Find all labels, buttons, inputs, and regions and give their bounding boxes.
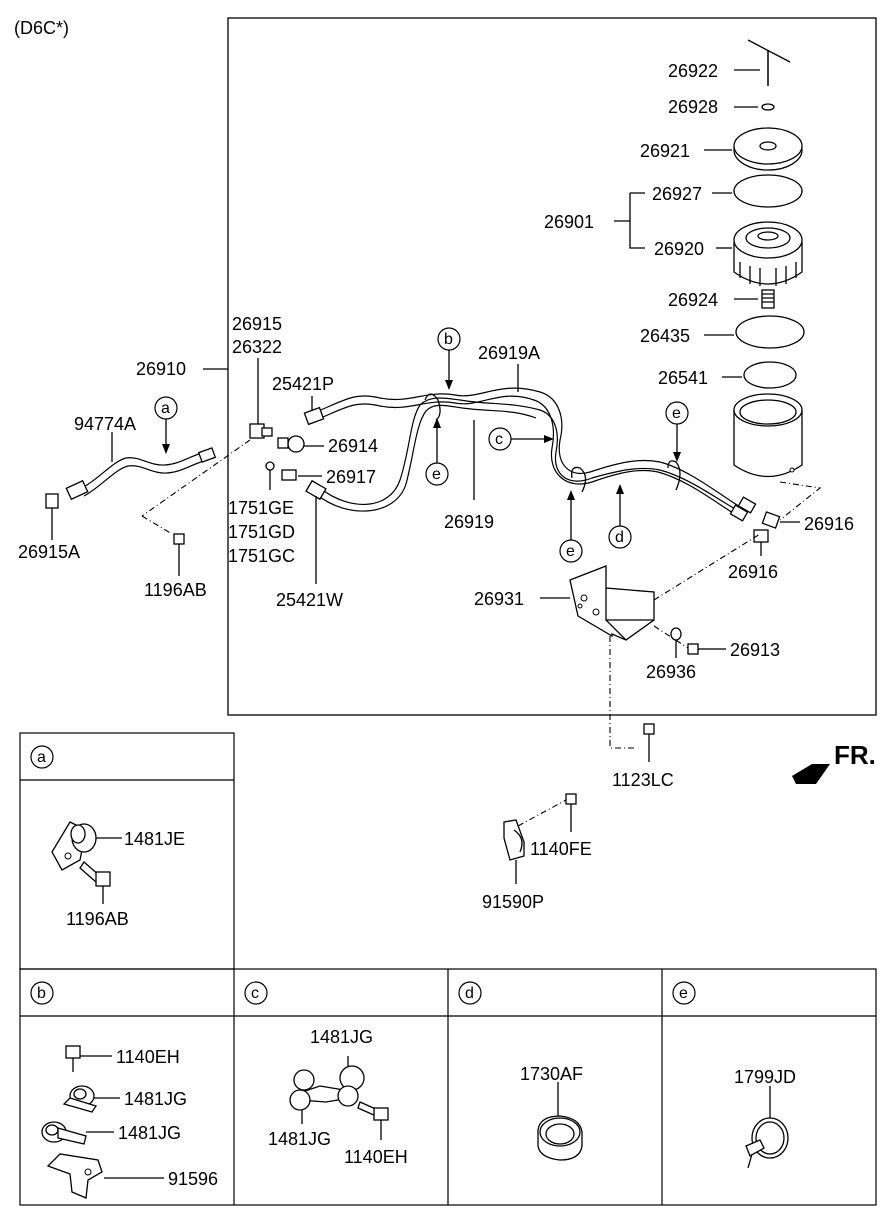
bolt-26917-part	[281, 469, 322, 481]
label-26928: 26928	[668, 97, 718, 117]
detail-d-key: d	[465, 985, 474, 1002]
hose-94774a-part	[65, 447, 217, 501]
detail-box-b: b	[30, 981, 164, 1199]
label-26916-a: 26916	[804, 514, 854, 534]
fitting-26915a-part	[45, 493, 59, 540]
label-1481JE: 1481JE	[124, 829, 185, 849]
callout-c-main: c	[488, 427, 554, 451]
svg-text:e: e	[566, 543, 575, 560]
label-26915: 26915	[232, 314, 282, 334]
label-1196AB-detail: 1196AB	[66, 909, 129, 929]
detail-c-key: c	[251, 985, 259, 1002]
fr-label: FR.	[834, 740, 876, 770]
label-1751GC: 1751GC	[228, 546, 295, 566]
label-1196AB-main: 1196AB	[144, 580, 207, 600]
fitting-26916-part	[753, 511, 800, 556]
front-arrow-icon	[792, 764, 830, 784]
label-26919: 26919	[444, 512, 494, 532]
label-26917: 26917	[326, 467, 376, 487]
detail-b-key: b	[37, 985, 46, 1002]
label-1140EH-b: 1140EH	[116, 1047, 180, 1067]
svg-text:b: b	[444, 331, 453, 348]
svg-text:c: c	[495, 431, 503, 448]
small-oring-part	[761, 103, 775, 111]
bracket-91590p-part	[503, 819, 525, 884]
detail-box-a: a	[19, 732, 235, 970]
label-1751GD: 1751GD	[228, 522, 295, 542]
label-26920: 26920	[654, 239, 704, 259]
filter-cover-part	[733, 127, 803, 171]
filter-element-part	[733, 221, 803, 286]
label-1730AF: 1730AF	[520, 1064, 583, 1084]
label-26936: 26936	[646, 662, 696, 682]
bolt-1123lc-part	[643, 723, 655, 762]
label-26913: 26913	[730, 640, 780, 660]
t-handle-part	[747, 39, 791, 86]
label-1751GE: 1751GE	[228, 498, 294, 518]
label-26921: 26921	[640, 141, 690, 161]
bolt-26913-part	[687, 643, 712, 655]
detail-box-d: d	[458, 981, 583, 1161]
washer-1751-part	[265, 461, 275, 471]
label-1481JG-c-bot: 1481JG	[268, 1129, 331, 1149]
label-26910: 26910	[136, 359, 186, 379]
detail-box-e: e	[672, 981, 789, 1169]
label-26901: 26901	[544, 212, 594, 232]
banjo-26914-part	[277, 435, 324, 453]
detail-row-frame	[19, 968, 877, 1206]
label-1123LC: 1123LC	[612, 770, 674, 790]
label-26927: 26927	[652, 184, 702, 204]
label-1481JG-c-top: 1481JG	[310, 1027, 373, 1047]
label-26541: 26541	[658, 368, 708, 388]
detail-e-key: e	[679, 985, 688, 1002]
callout-e-main-2: e	[559, 490, 583, 563]
label-1799JD: 1799JD	[734, 1067, 796, 1087]
label-26924: 26924	[668, 290, 718, 310]
filter-housing-part	[733, 393, 803, 478]
callout-d-main: d	[608, 484, 632, 549]
label-91590P: 91590P	[482, 892, 544, 912]
svg-text:e: e	[432, 466, 441, 483]
detail-box-c: c	[244, 981, 389, 1140]
label-26914: 26914	[328, 436, 378, 456]
label-1140FE: 1140FE	[530, 839, 592, 859]
label-25421W: 25421W	[276, 590, 343, 610]
fuel-pipes	[303, 387, 757, 522]
svg-text:a: a	[161, 400, 170, 417]
bracket-26931-part	[569, 565, 655, 641]
label-1481JG-b2: 1481JG	[118, 1123, 181, 1143]
label-26919A: 26919A	[478, 343, 540, 363]
svg-text:d: d	[615, 529, 624, 546]
label-26922: 26922	[668, 61, 718, 81]
variant-label: (D6C*)	[14, 18, 69, 38]
connector-26915-part	[249, 358, 273, 439]
label-91596: 91596	[168, 1169, 218, 1189]
callout-b-main: b	[437, 327, 461, 390]
label-94774A: 94774A	[74, 414, 136, 434]
label-26931: 26931	[474, 589, 524, 609]
gasket-26435-part	[735, 315, 805, 349]
oring-26541-part	[743, 361, 797, 389]
detail-a-key: a	[37, 749, 46, 766]
label-26915A: 26915A	[18, 542, 80, 562]
label-25421P: 25421P	[272, 374, 334, 394]
callout-e-main-1: e	[425, 418, 449, 486]
svg-text:e: e	[672, 405, 681, 422]
bolt-1196ab-main	[173, 533, 185, 576]
spring-part	[761, 289, 775, 309]
callout-a-main: a	[154, 396, 178, 454]
label-1481JG-b1: 1481JG	[124, 1089, 187, 1109]
main-frame	[227, 17, 877, 716]
label-26322: 26322	[232, 337, 282, 357]
gasket-26927-part	[733, 174, 803, 208]
bolt-1140fe-part	[565, 793, 577, 832]
label-1140EH-c: 1140EH	[344, 1147, 408, 1167]
label-26916-b: 26916	[728, 562, 778, 582]
label-26435: 26435	[640, 326, 690, 346]
callout-e-main-3: e	[665, 401, 689, 462]
